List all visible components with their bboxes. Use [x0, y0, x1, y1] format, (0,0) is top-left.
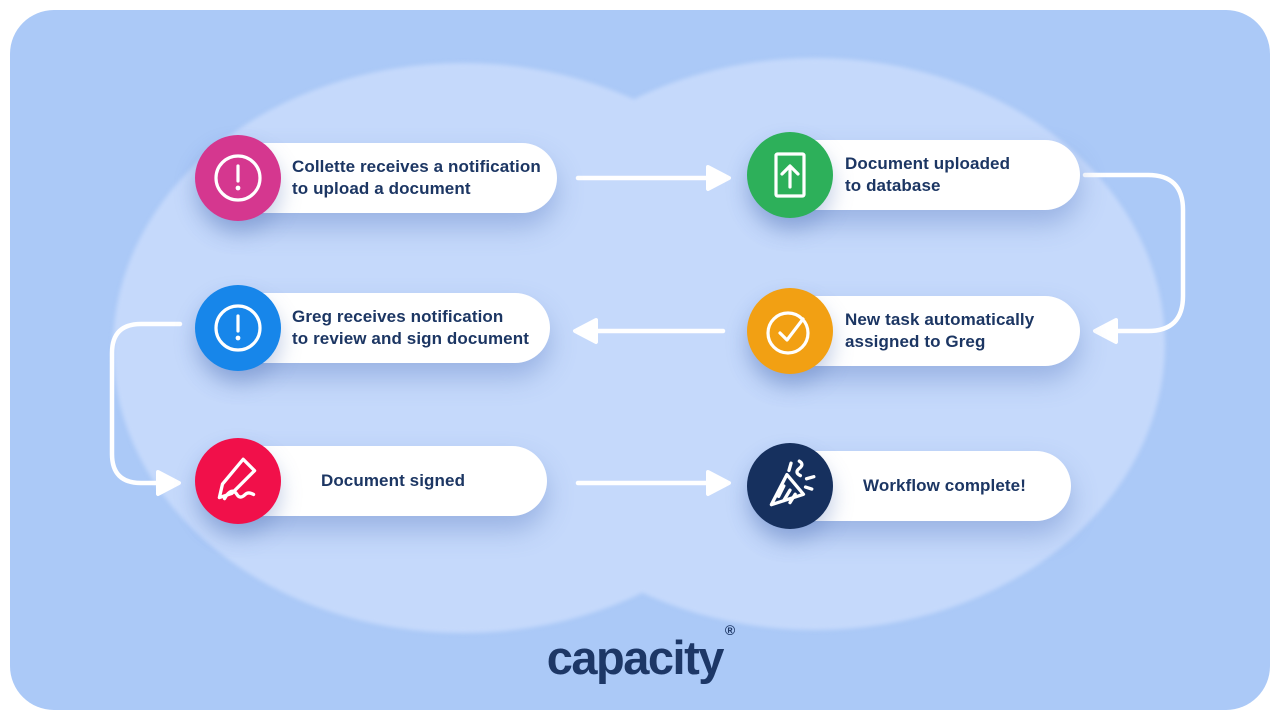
- step-label: Document signed: [207, 446, 547, 516]
- step-card-collette-notification: Collette receives a notification to uplo…: [195, 135, 557, 221]
- signature-badge: [195, 438, 281, 524]
- party-popper-icon: [769, 459, 816, 507]
- alert-badge: [195, 135, 281, 221]
- step-label-line: Document signed: [320, 471, 466, 490]
- document-upload-icon: [774, 152, 806, 198]
- capacity-logo-text: capacity: [546, 631, 725, 684]
- step-card-greg-notification: Greg receives notification to review and…: [195, 285, 555, 371]
- signature-pen-icon: [217, 457, 257, 501]
- alert-circle-icon: [214, 154, 262, 202]
- step-label: Workflow complete!: [757, 451, 1071, 521]
- step-label-line: to database: [845, 176, 941, 195]
- step-card-task-assigned: New task automatically assigned to Greg: [747, 288, 1107, 374]
- step-label-line: to review and sign document: [292, 329, 529, 348]
- capacity-logo: capacity®: [0, 622, 1280, 685]
- step-label: Collette receives a notification to uplo…: [207, 143, 557, 213]
- step-label-line: Collette receives a notification: [292, 157, 541, 176]
- step-card-document-signed: Document signed: [195, 438, 555, 524]
- upload-badge: [747, 132, 833, 218]
- step-label: New task automatically assigned to Greg: [757, 296, 1080, 366]
- celebration-badge: [747, 443, 833, 529]
- step-label-line: to upload a document: [292, 179, 471, 198]
- step-label: Greg receives notification to review and…: [207, 293, 550, 363]
- step-label-line: assigned to Greg: [845, 332, 986, 351]
- registered-trademark-icon: ®: [724, 622, 736, 639]
- step-card-workflow-complete: Workflow complete!: [747, 443, 1107, 529]
- step-label-line: New task automatically: [845, 310, 1035, 329]
- step-card-document-uploaded: Document uploaded to database: [747, 132, 1107, 218]
- step-label-line: Workflow complete!: [863, 476, 1027, 495]
- check-badge: [747, 288, 833, 374]
- step-label-line: Document uploaded: [845, 154, 1011, 173]
- alert-circle-icon: [214, 304, 262, 352]
- check-circle-icon: [766, 311, 810, 355]
- step-label-line: Greg receives notification: [292, 307, 504, 326]
- step-label: Document uploaded to database: [757, 140, 1080, 210]
- alert-badge: [195, 285, 281, 371]
